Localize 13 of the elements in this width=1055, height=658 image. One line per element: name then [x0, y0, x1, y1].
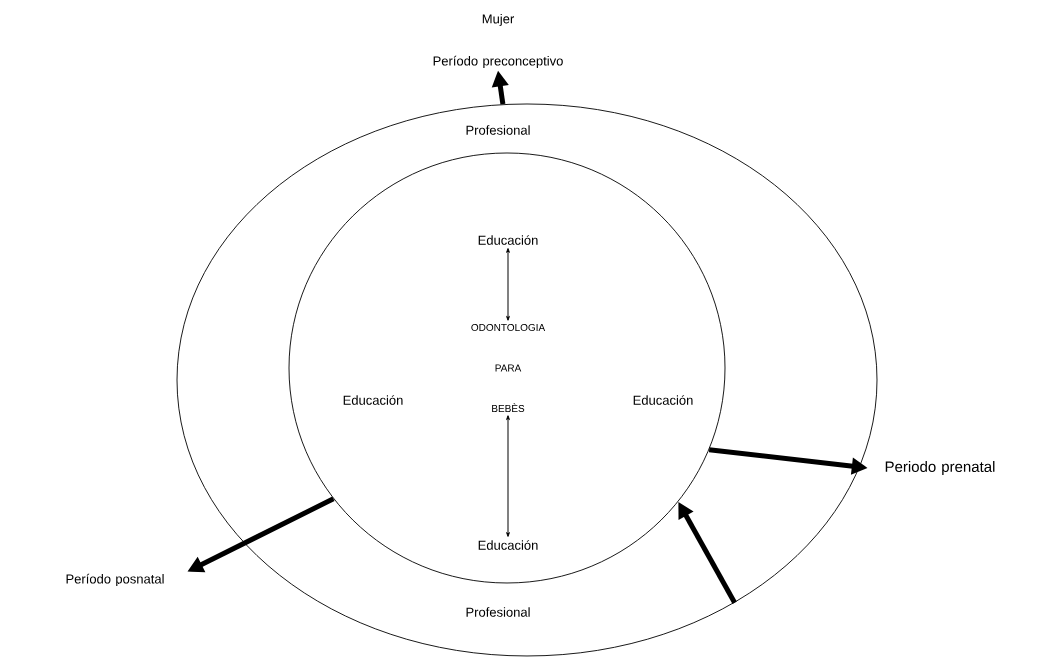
text-label: Educación	[478, 235, 538, 245]
text-label: Educación	[478, 540, 538, 550]
ring-label: Profesional	[466, 125, 530, 135]
ellipse-label: Educación	[343, 395, 403, 405]
center-title: ODONTOLOGIA PARA BEBÈS	[471, 323, 546, 412]
arrow	[506, 248, 510, 321]
period-label: Período preconceptivo	[433, 55, 563, 69]
ring-label: Profesional	[466, 607, 530, 617]
period-label: Periodo prenatal	[885, 461, 995, 475]
ellipse-label: Educación	[633, 395, 693, 405]
text-label: Mujer	[482, 13, 515, 27]
period-label: Período posnatal	[66, 573, 164, 587]
arrow	[506, 415, 510, 537]
